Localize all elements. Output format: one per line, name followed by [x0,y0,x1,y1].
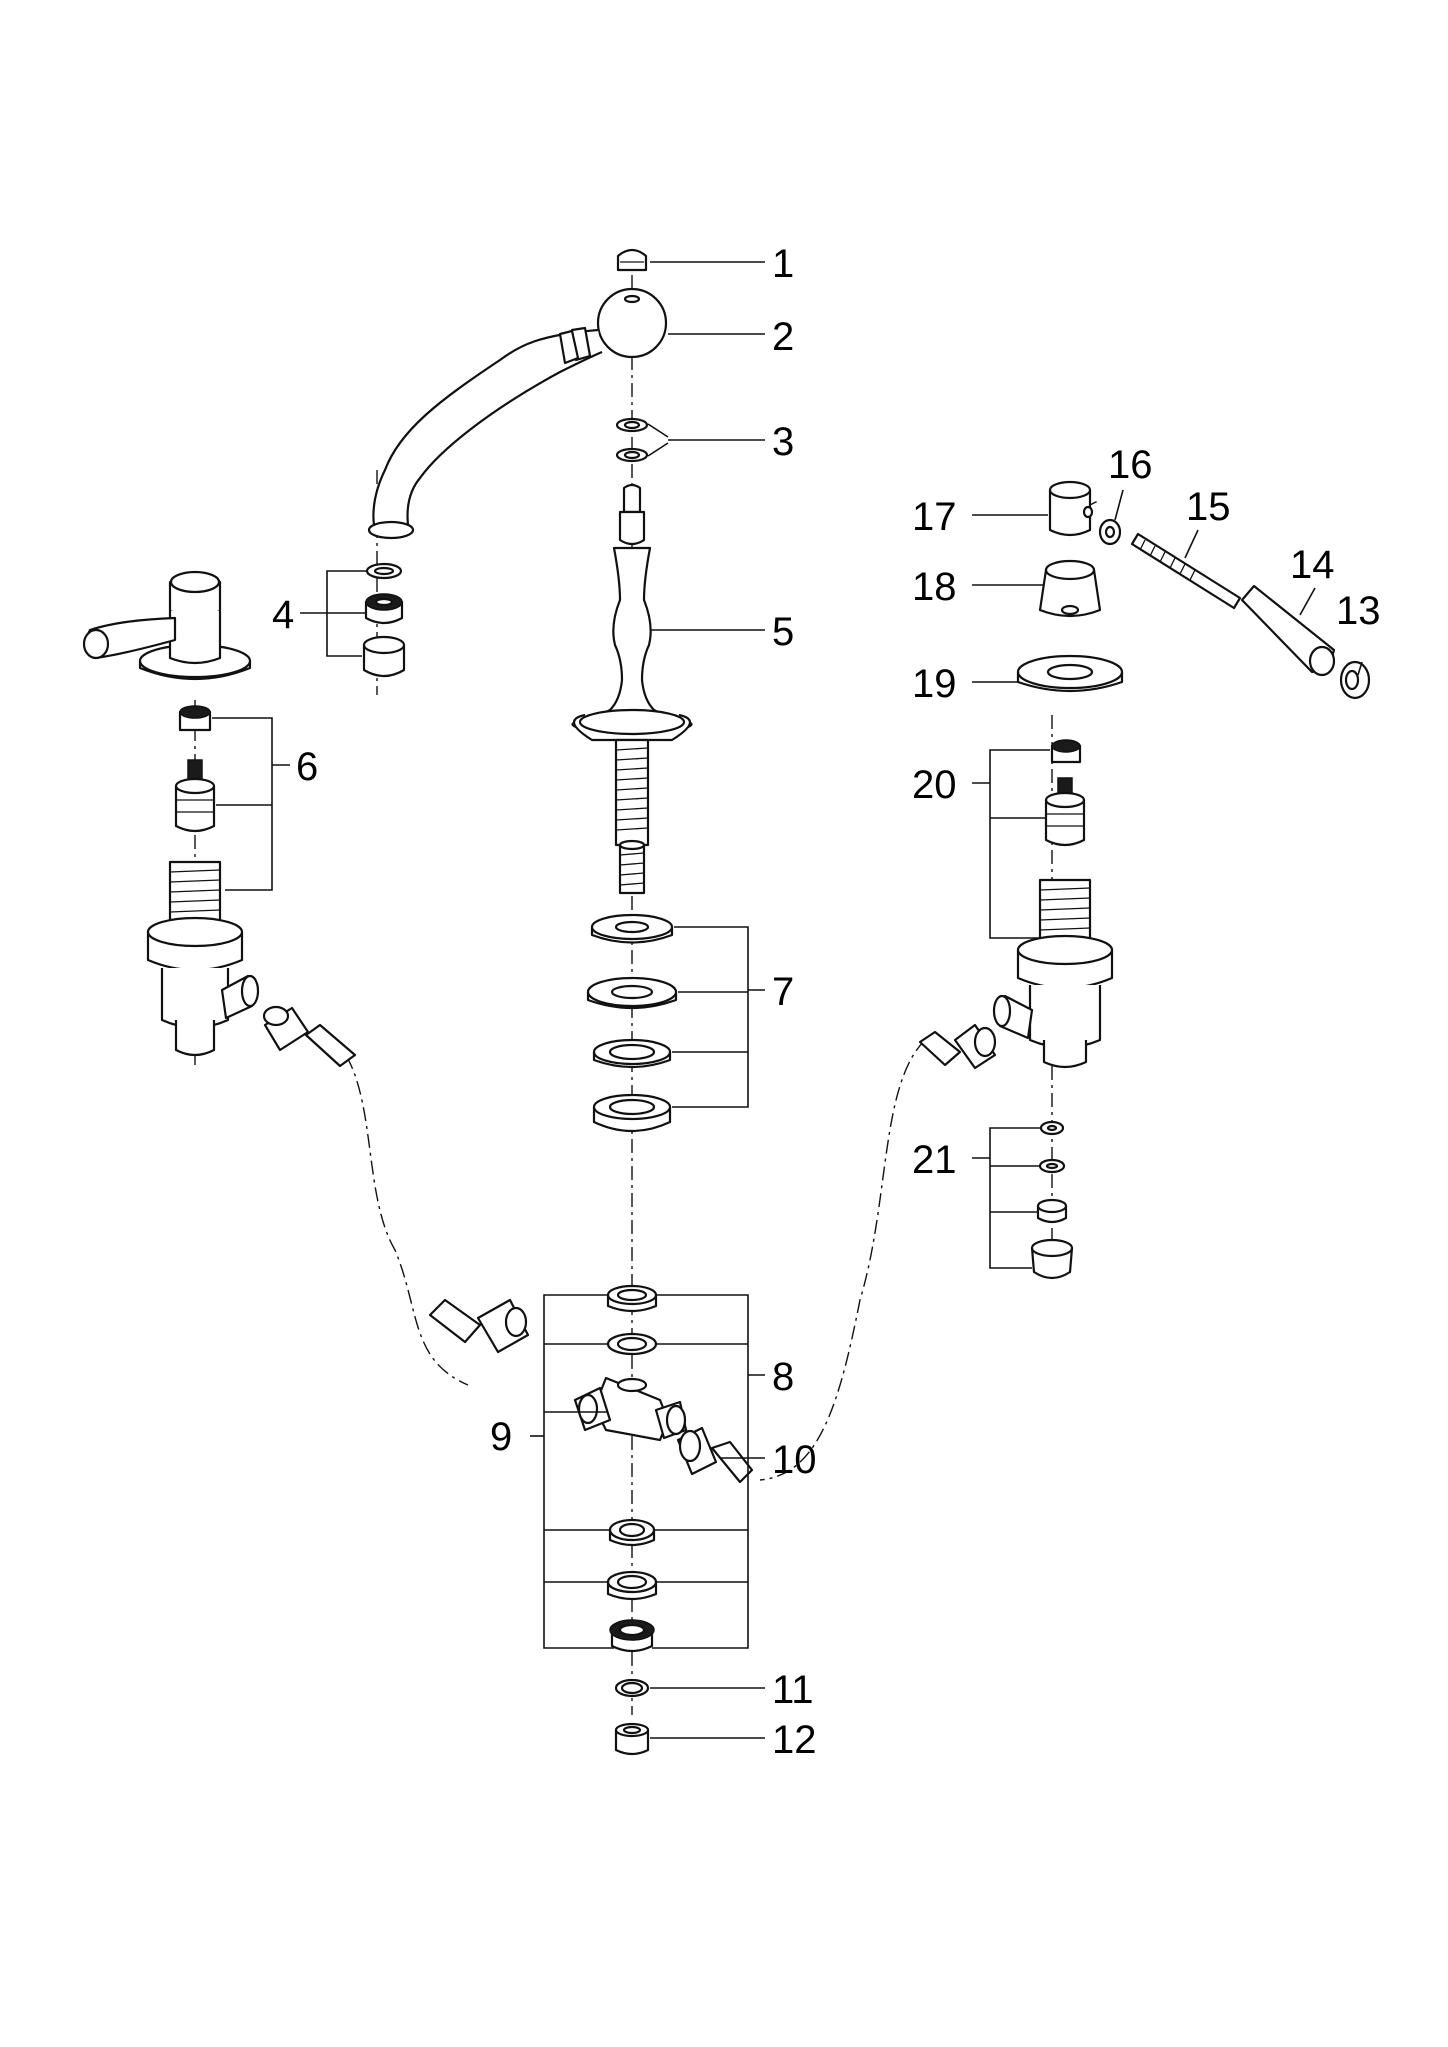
part-15-lever-rod [1130,532,1242,610]
callout-18: 18 [912,565,957,609]
hose-right-top [918,1023,997,1070]
callout-6: 6 [296,745,318,789]
part-5-column [571,483,693,895]
part-21-compression-set [1030,1120,1074,1280]
part-19-flange [1016,654,1124,693]
callout-13: 13 [1336,589,1381,633]
callout-8: 8 [772,1355,794,1399]
part-10-tee-body [573,1376,688,1442]
callout-numbers: 1 2 3 4 5 6 7 8 9 10 11 12 13 14 15 16 1… [272,242,1381,1762]
callout-7: 7 [772,970,794,1014]
callout-11: 11 [772,1668,814,1712]
part-18-bonnet [1038,559,1102,618]
leader-lines [212,261,1363,1739]
callout-21: 21 [912,1138,957,1182]
callout-2: 2 [772,315,794,359]
part-6-left-valve [146,705,260,1057]
callout-14: 14 [1290,543,1335,587]
callout-3: 3 [772,420,794,464]
part-16-set-screw [1098,518,1122,546]
left-handle-assembly [82,570,252,681]
part-2-spout [367,287,668,540]
callout-20: 20 [912,763,957,807]
callout-1: 1 [772,242,794,286]
callout-15: 15 [1186,485,1231,529]
part-4-aerator [362,562,406,678]
callout-9: 9 [490,1415,512,1459]
hose-left-top [262,1005,357,1068]
part-7-washers [586,913,678,1133]
callout-5: 5 [772,610,794,654]
column-thread-lines [615,747,649,831]
callout-10: 10 [772,1438,817,1482]
part-1-cap-nut [616,248,648,272]
part-11-o-ring [614,1678,650,1698]
callout-4: 4 [272,593,294,637]
callout-19: 19 [912,662,957,706]
hose-right-bottom [676,1426,754,1484]
callout-12: 12 [772,1718,817,1762]
part-14-lever-handle [1240,584,1336,677]
callout-16: 16 [1108,443,1153,487]
part-8-9-seals [606,1284,658,1653]
part-12-plug [614,1722,650,1756]
callout-17: 17 [912,495,957,539]
part-20-right-valve [992,739,1114,1069]
part-3-o-rings [615,417,649,463]
part-13-end-cap [1339,660,1371,700]
part-17-handle-hub [1048,480,1094,537]
hose-left-bottom [428,1298,530,1354]
